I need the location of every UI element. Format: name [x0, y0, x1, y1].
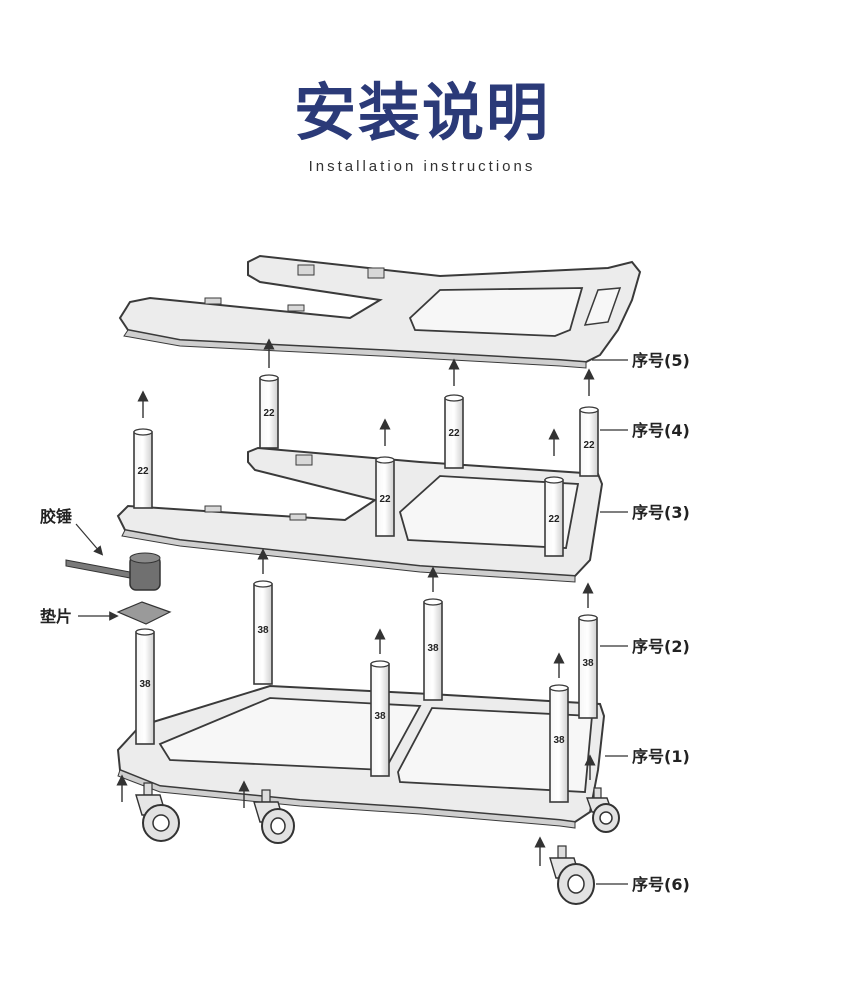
post-22-f: 22	[544, 476, 564, 557]
top-handle-frame	[118, 254, 642, 369]
post-38-e: 38	[370, 660, 390, 777]
caster-wheels	[135, 782, 620, 905]
post-number: 38	[257, 625, 269, 636]
label-part1: 序号(1)	[632, 747, 690, 766]
post-number: 38	[427, 643, 439, 654]
post-number: 22	[548, 514, 560, 525]
post-number: 22	[583, 440, 595, 451]
caster-wheel-b	[253, 789, 295, 844]
post-number: 38	[374, 711, 386, 722]
post-38-a: 38	[135, 628, 155, 745]
post-38-c: 38	[423, 598, 443, 701]
post-22-d: 22	[579, 406, 599, 477]
label-shim: 垫片	[40, 607, 72, 626]
post-number: 22	[137, 466, 149, 477]
post-22-e: 22	[375, 456, 395, 537]
post-number: 38	[582, 658, 594, 669]
caster-wheel-d	[549, 845, 595, 905]
lower-posts: 38 38 38 38 38 38	[135, 580, 598, 803]
post-22-c: 22	[444, 394, 464, 469]
bottom-shelf	[116, 684, 606, 829]
assembly-arrows	[116, 338, 596, 866]
label-mallet: 胶锤	[40, 507, 72, 526]
post-38-d: 38	[578, 614, 598, 719]
post-number: 38	[553, 735, 565, 746]
post-number: 22	[379, 494, 391, 505]
middle-shelf	[116, 446, 604, 583]
caster-wheel-c	[586, 787, 620, 833]
label-part4: 序号(4)	[632, 421, 690, 440]
page-title: 安装说明	[293, 76, 550, 149]
post-22-b: 22	[259, 374, 279, 449]
label-part5: 序号(5)	[632, 351, 690, 370]
post-number: 22	[448, 428, 460, 439]
post-number: 22	[263, 408, 275, 419]
mallet-icon	[65, 552, 161, 591]
post-number: 38	[139, 679, 151, 690]
post-38-b: 38	[253, 580, 273, 685]
label-part2: 序号(2)	[632, 637, 690, 656]
label-part3: 序号(3)	[632, 503, 690, 522]
post-38-f: 38	[549, 684, 569, 803]
label-part6: 序号(6)	[632, 875, 690, 894]
shim-icon	[116, 601, 172, 625]
caster-wheel-a	[135, 782, 180, 842]
leader-lines	[75, 359, 628, 885]
upper-posts: 22 22 22 22 22 22	[133, 374, 599, 557]
post-22-a: 22	[133, 428, 153, 509]
page-subtitle: Installation instructions	[308, 158, 536, 175]
